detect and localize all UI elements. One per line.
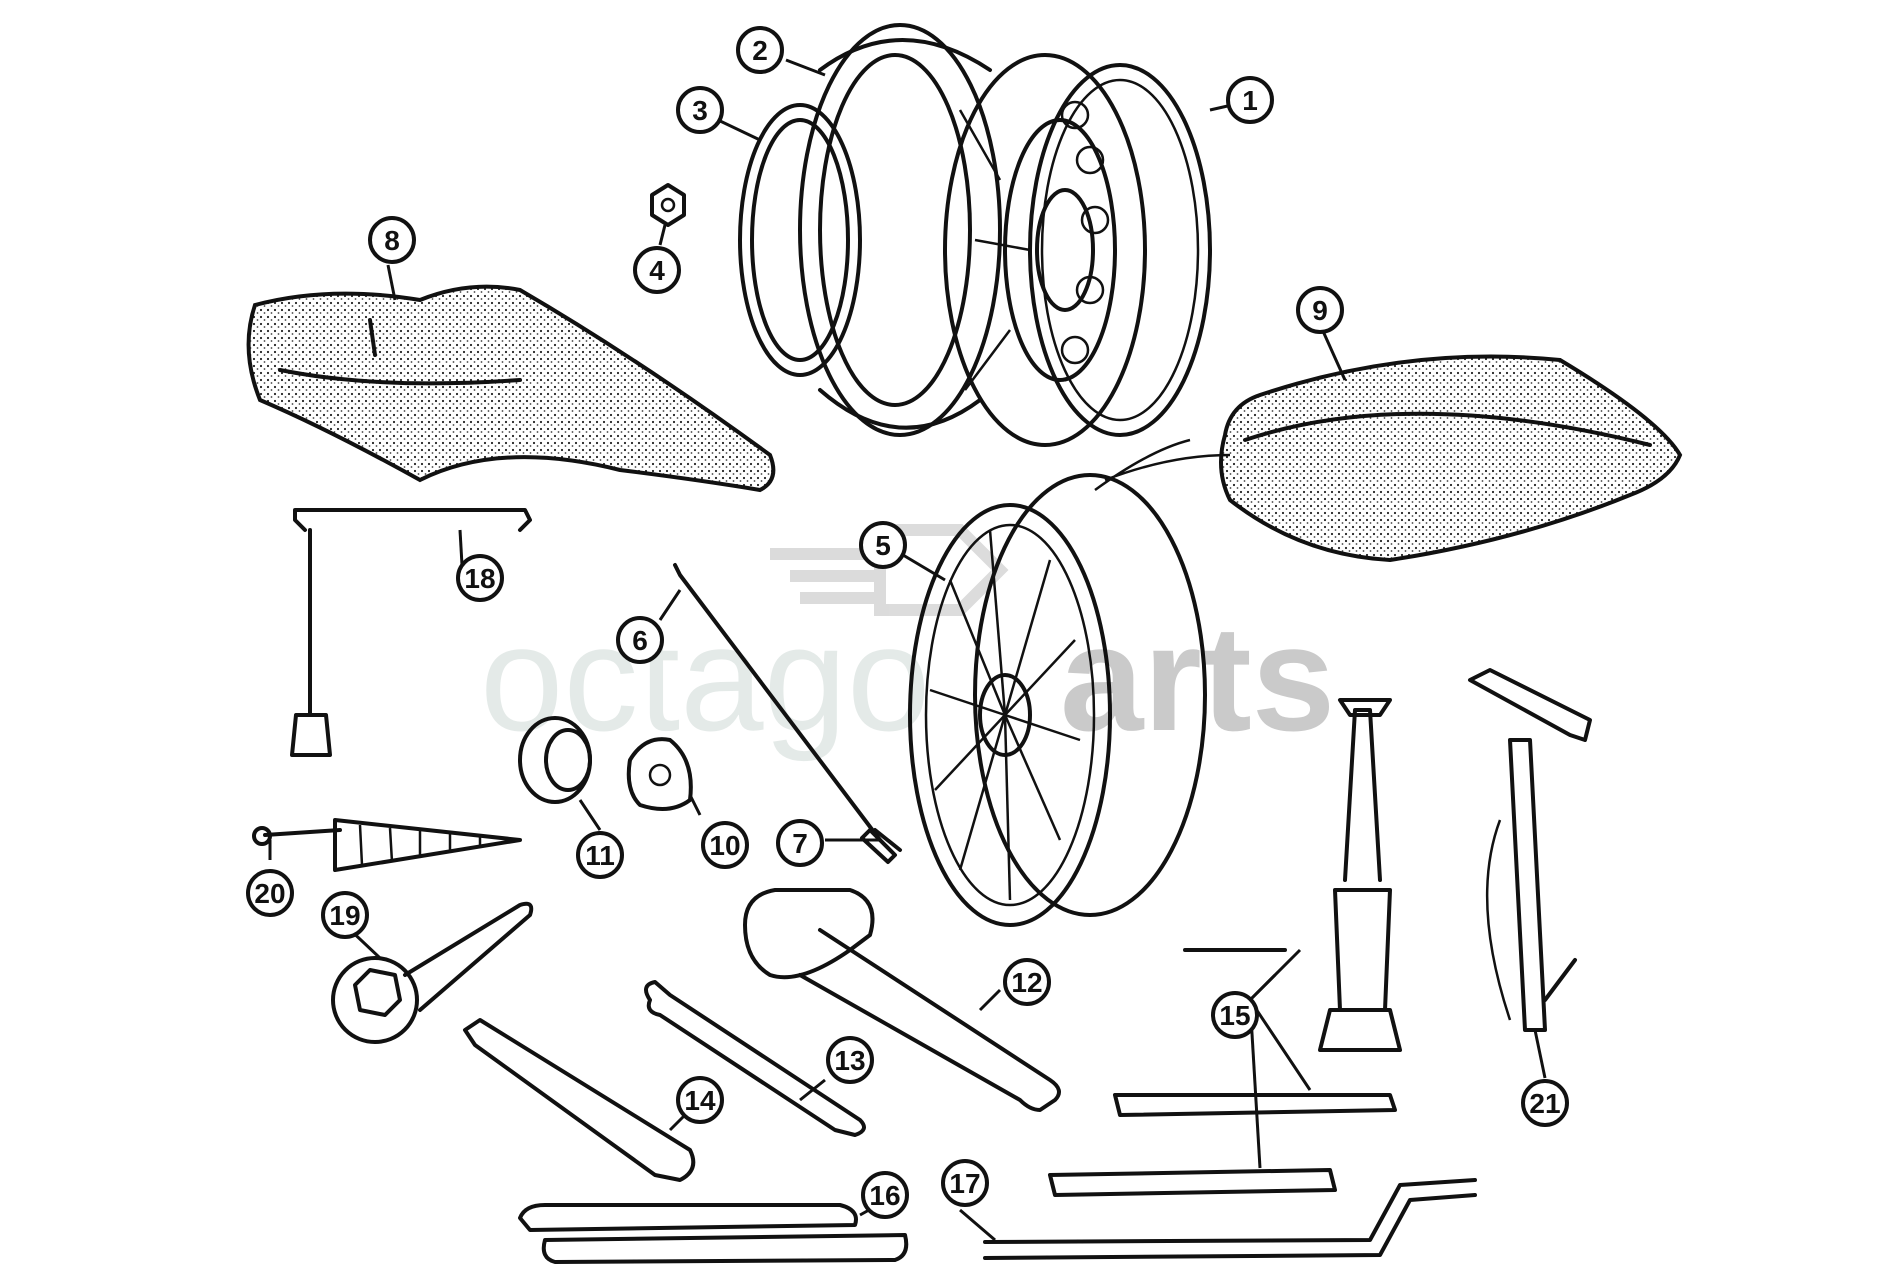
- callout-3: 3: [676, 86, 724, 134]
- callout-10: 10: [701, 821, 749, 869]
- open-spanner: [644, 980, 866, 1137]
- callout-18: 18: [456, 554, 504, 602]
- starting-handle: [983, 1178, 1477, 1260]
- callout-2-label: 2: [752, 35, 768, 66]
- watermark: octago arts: [480, 524, 1335, 762]
- jack: [1183, 698, 1402, 1052]
- jack-handle-upper: [1113, 1093, 1397, 1117]
- steel-wheel: [943, 53, 1212, 447]
- spoke: [673, 563, 902, 852]
- callout-17: 17: [941, 1159, 989, 1207]
- callout-4: 4: [633, 246, 681, 294]
- inner-tube: [246, 284, 776, 493]
- callout-19-label: 19: [329, 900, 360, 931]
- callout-6-label: 6: [632, 625, 648, 656]
- jack-handle-lower: [1048, 1168, 1337, 1197]
- callout-15: 15: [1211, 991, 1259, 1039]
- callout-4-label: 4: [649, 255, 665, 286]
- callout-5: 5: [859, 521, 907, 569]
- wire-brush: [252, 818, 522, 872]
- callouts: 1 2 3 4 5 6 7 8 9 10 11 12 13 14 15 16 1…: [246, 26, 1569, 1219]
- callout-19: 19: [321, 891, 369, 939]
- callout-11-label: 11: [585, 840, 615, 871]
- callout-6: 6: [616, 616, 664, 664]
- knock-off-nut: [626, 737, 693, 811]
- callout-3-label: 3: [692, 95, 708, 126]
- mallet: [743, 888, 1061, 1112]
- callout-9: 9: [1296, 286, 1344, 334]
- callout-9-label: 9: [1312, 295, 1328, 326]
- callout-13-label: 13: [834, 1045, 865, 1076]
- wheel-brace: [290, 508, 532, 757]
- callout-1-label: 1: [1242, 85, 1258, 116]
- callout-12-label: 12: [1011, 967, 1042, 998]
- callout-16: 16: [861, 1171, 909, 1219]
- callout-11: 11: [576, 831, 624, 879]
- spoke-nipple: [860, 828, 897, 864]
- callout-18-label: 18: [464, 563, 495, 594]
- callout-1: 1: [1226, 76, 1274, 124]
- callout-15-label: 15: [1219, 1000, 1250, 1031]
- rim-band: [738, 103, 862, 377]
- callout-20-label: 20: [254, 878, 285, 909]
- callout-16-label: 16: [869, 1180, 900, 1211]
- callout-5-label: 5: [875, 530, 891, 561]
- callout-14: 14: [676, 1076, 724, 1124]
- callout-8: 8: [368, 216, 416, 264]
- tyre: [798, 23, 1002, 437]
- wheel-nut: [650, 183, 686, 227]
- callout-17-label: 17: [949, 1168, 980, 1199]
- callout-8-label: 8: [384, 225, 400, 256]
- callout-21: 21: [1521, 1079, 1569, 1127]
- callout-10-label: 10: [709, 830, 740, 861]
- tyre-pump: [1468, 668, 1592, 1032]
- callout-20: 20: [246, 869, 294, 917]
- callout-7: 7: [776, 819, 824, 867]
- hub-cap: [518, 716, 592, 804]
- callout-12: 12: [1003, 958, 1051, 1006]
- callout-7-label: 7: [792, 828, 808, 859]
- callout-14-label: 14: [684, 1085, 716, 1116]
- rim-tape: [1219, 354, 1683, 563]
- callout-13: 13: [826, 1036, 874, 1084]
- watermark-text-light: octago: [480, 594, 930, 762]
- spanner: [331, 901, 534, 1044]
- callout-2: 2: [736, 26, 784, 74]
- callout-21-label: 21: [1529, 1088, 1560, 1119]
- trim-plates: [518, 1203, 909, 1264]
- tyre-lever: [463, 1018, 696, 1182]
- wire-wheel: [908, 438, 1231, 927]
